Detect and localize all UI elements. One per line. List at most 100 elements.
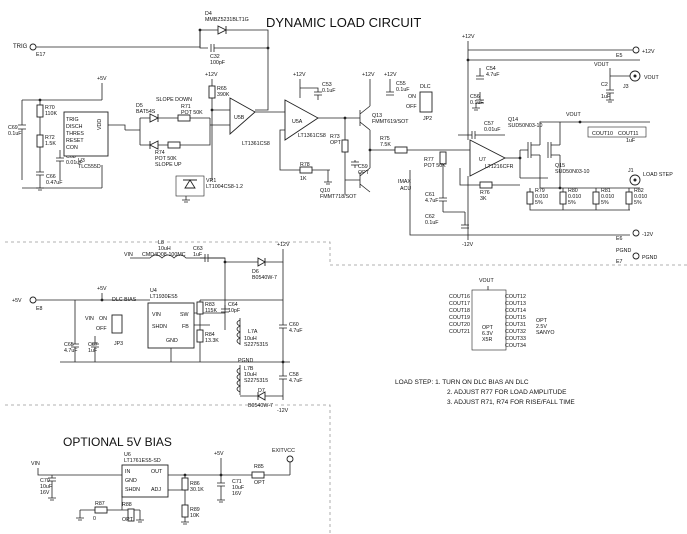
c57-capacitor[interactable] [458,131,505,139]
cout-bank[interactable] [587,126,647,138]
u4-pin-gnd: GND [166,338,178,344]
d7-diode[interactable] [257,391,266,401]
c54-capacitor[interactable] [476,68,484,80]
d5-diode-a[interactable] [149,113,160,123]
c63-capacitor[interactable] [200,254,225,262]
acu-label: ACU [400,186,411,192]
vr1-reference[interactable] [183,179,197,189]
d5-diode-b[interactable] [148,140,159,150]
r76-resistor[interactable] [479,181,493,189]
r65-resistor[interactable] [208,85,216,99]
u3-pin-reset: RESET [66,138,84,144]
c64-capacitor[interactable] [221,305,229,313]
e7-terminal[interactable] [632,252,640,260]
c60-capacitor[interactable] [279,262,287,362]
c69-capacitor[interactable] [18,99,40,180]
r82-value: 0.010 [634,194,647,200]
q13-transistor[interactable] [345,105,371,131]
vr1-ref: VR1 [206,178,216,184]
r73-resistor[interactable] [341,139,349,153]
r74-net [158,118,211,146]
c53-capacitor[interactable] [300,87,322,100]
u7-opamp[interactable] [469,139,506,177]
u5a-opamp[interactable] [284,99,319,141]
r85-resistor[interactable] [251,471,265,479]
c58-ref: C58 [289,372,299,378]
r74-label: SLOPE UP [155,162,182,168]
c55-capacitor[interactable] [386,79,394,96]
vout-top-label: VOUT [594,62,609,68]
r82-resistor[interactable] [625,191,633,205]
r71-ref: R71 [181,104,191,110]
e5-terminal[interactable] [632,46,640,54]
r88-ref: R88 [122,502,132,508]
l7a-inductor[interactable] [236,318,241,345]
q14-mosfet[interactable] [519,142,540,158]
c65-capacitor[interactable] [71,340,79,362]
c32-capacitor[interactable] [199,30,268,52]
r86-resistor[interactable] [181,477,189,491]
opt-cout-group[interactable] [471,289,507,351]
trig-terminal[interactable] [29,43,37,51]
u3-ic[interactable] [63,111,109,157]
r75-resistor[interactable] [394,146,408,154]
l7b-value: 10uH [244,372,257,378]
q10-transistor[interactable] [345,167,371,193]
c65-ref: C65 [64,342,74,348]
cout21-ref: COUT21 [449,329,470,335]
u5b-opamp[interactable] [229,97,256,135]
c58-value: 4.7uF [289,378,303,384]
c58-capacitor[interactable] [279,362,287,400]
q15-mosfet[interactable] [519,142,560,179]
note-step-2: 2. ADJUST R77 FOR LOAD AMPLITUDE [447,389,567,396]
r70-ref: R70 [45,105,55,111]
e8-terminal[interactable] [29,296,37,304]
r86-ref: R86 [190,481,200,487]
c61-capacitor[interactable] [439,164,447,212]
r81-resistor[interactable] [592,191,600,205]
c59-capacitor[interactable] [351,160,359,168]
c71-rating: 16V [232,491,242,497]
c2-capacitor[interactable] [606,68,630,94]
l8-inductor[interactable] [130,254,226,330]
c55-12v-rail: +12V [384,72,397,78]
c67-value: 1uF [88,348,98,354]
c60-value: 4.7uF [289,328,303,334]
q13-value: FMMT619/SOT [372,119,409,125]
u3-pin-trig: TRIG [66,117,79,123]
d4-zener[interactable] [217,25,228,35]
c67-capacitor[interactable] [91,336,99,362]
u6-pin-gnd: GND [125,478,137,484]
r79-resistor[interactable] [526,191,534,205]
c64-value: 10pF [228,308,241,314]
r84-resistor[interactable] [196,329,204,343]
l7b-ref: L7B [244,366,254,372]
d6-diode[interactable] [257,257,266,267]
c68-capacitor[interactable] [56,150,64,180]
u4-ic[interactable] [147,302,195,349]
r65-value: 390K [217,92,230,98]
l8-vin-label: VIN [124,252,133,258]
r83-resistor[interactable] [196,301,204,315]
u6-ic[interactable] [121,464,169,498]
r87-resistor[interactable] [94,506,108,514]
r84-value: 13.3K [205,338,219,344]
dlc-jumper-jp2[interactable] [419,91,433,113]
e6-terminal[interactable] [632,229,640,237]
r70-resistor[interactable] [36,104,44,118]
dlc-bias-jumper-jp3[interactable] [111,314,123,334]
r72-resistor[interactable] [36,134,44,148]
c70-capacitor[interactable] [48,475,56,495]
r88-resistor[interactable] [127,508,135,522]
c55-ref: C55 [396,81,406,87]
r80-resistor[interactable] [559,191,567,205]
c56-capacitor[interactable] [476,92,484,104]
r89-resistor[interactable] [181,504,189,518]
l7b-inductor[interactable] [236,365,241,395]
exitvcc-terminal[interactable] [286,455,294,463]
c65-value: 4.7uF [64,348,78,354]
r74-pot[interactable] [167,141,181,149]
c71-capacitor[interactable] [217,475,225,498]
c62-capacitor[interactable] [443,211,469,229]
c66-capacitor[interactable] [36,170,44,188]
